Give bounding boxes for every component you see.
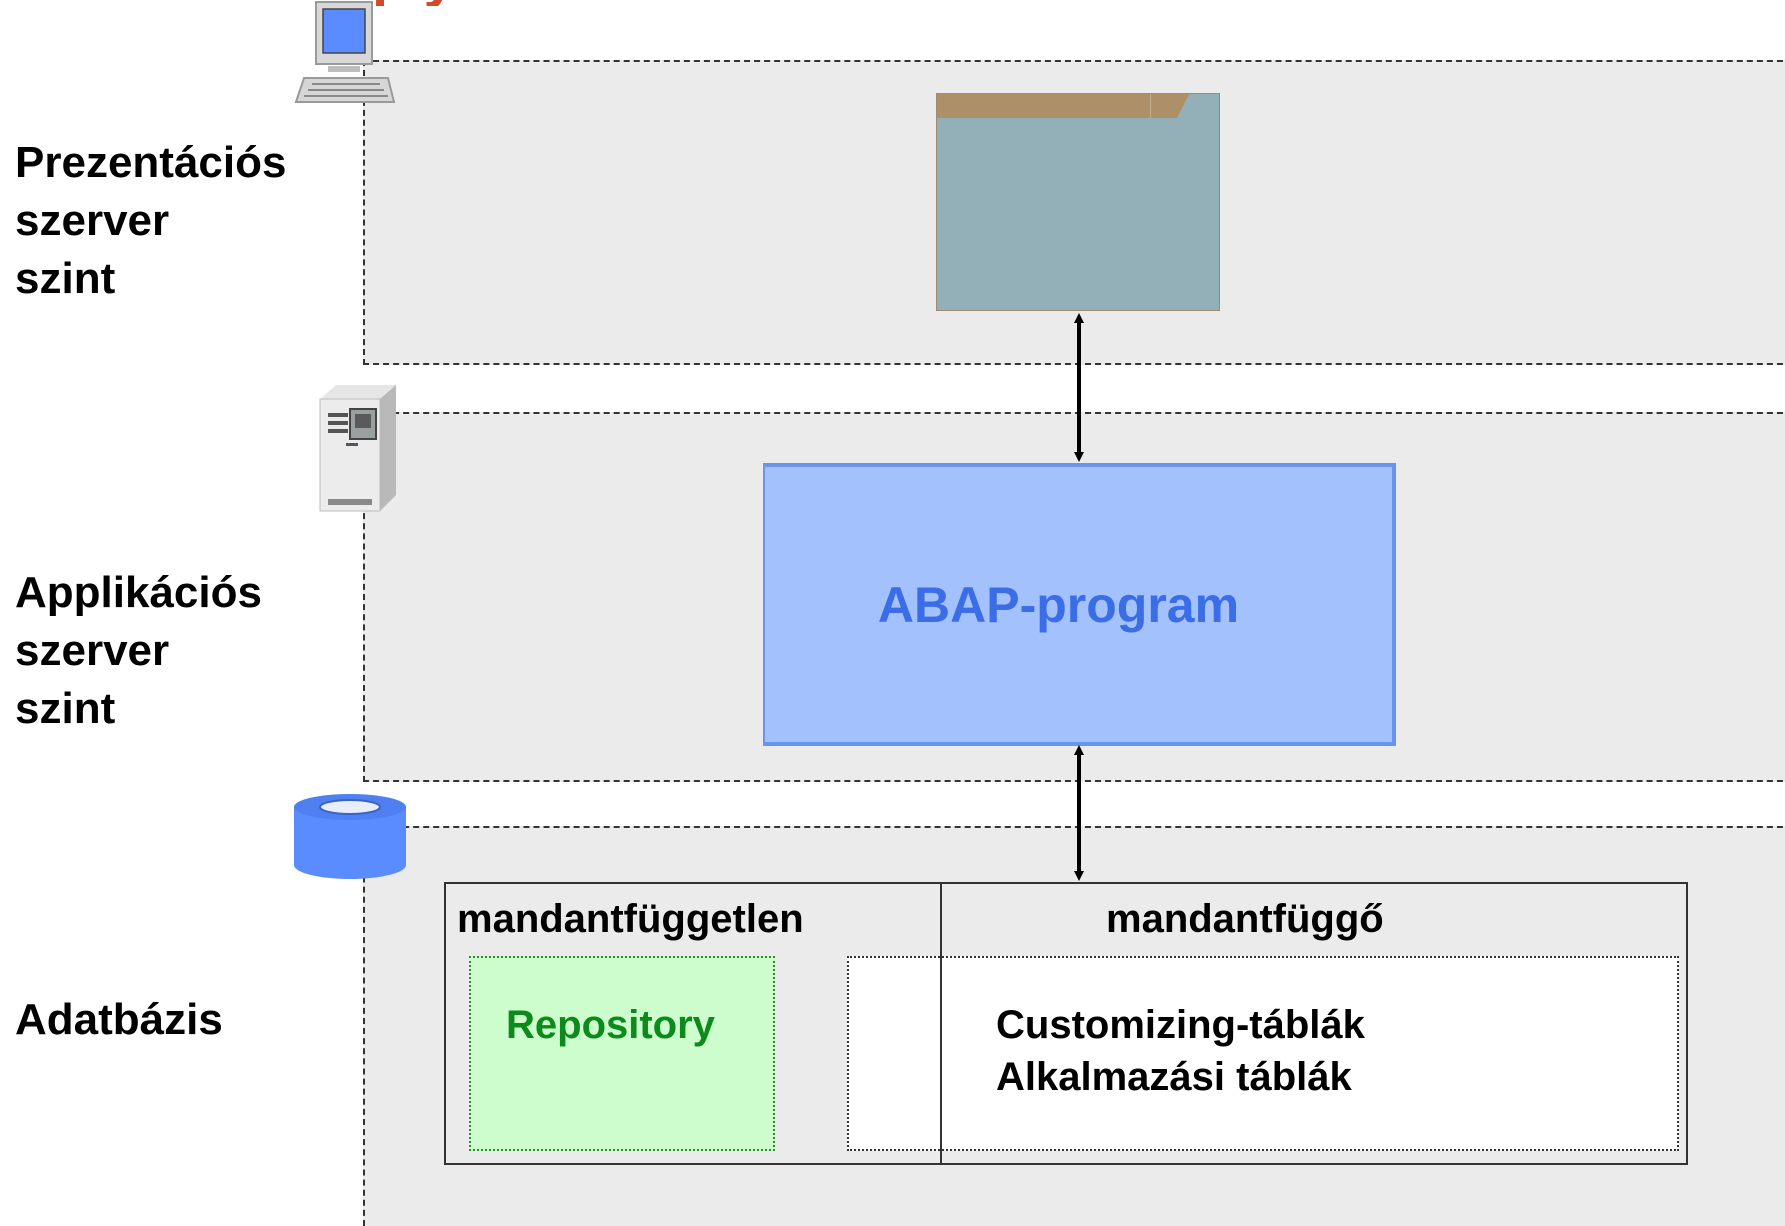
- repository-label: Repository: [506, 1003, 715, 1047]
- abap-program-box: ABAP-program: [763, 463, 1396, 746]
- page-title-fragment: p y: [372, 0, 456, 6]
- application-tables-label: Alkalmazási táblák: [996, 1055, 1352, 1099]
- client-dependent-tables-box: [847, 956, 1679, 1151]
- application-tier-label: Applikációs szerver szint: [15, 568, 262, 733]
- table-column-divider: [940, 882, 942, 1165]
- database-icon: [294, 794, 406, 879]
- client-independent-header: mandantfüggetlen: [457, 897, 804, 941]
- abap-program-label: ABAP-program: [877, 576, 1240, 633]
- presentation-tier-label: Prezentációs szerver szint: [15, 138, 287, 303]
- client-dependent-header: mandantfüggő: [1106, 897, 1384, 941]
- gui-window-titlebar: [937, 94, 1219, 118]
- gui-window-button: [1150, 94, 1177, 118]
- database-tier-label: Adatbázis: [15, 995, 223, 1044]
- database-table-frame: [444, 882, 1688, 1165]
- sap-gui-window: [936, 93, 1220, 311]
- customizing-tables-label: Customizing-táblák: [996, 1003, 1365, 1047]
- computer-icon: [294, 1, 396, 103]
- repository-box: [469, 956, 775, 1151]
- server-icon: [319, 385, 396, 512]
